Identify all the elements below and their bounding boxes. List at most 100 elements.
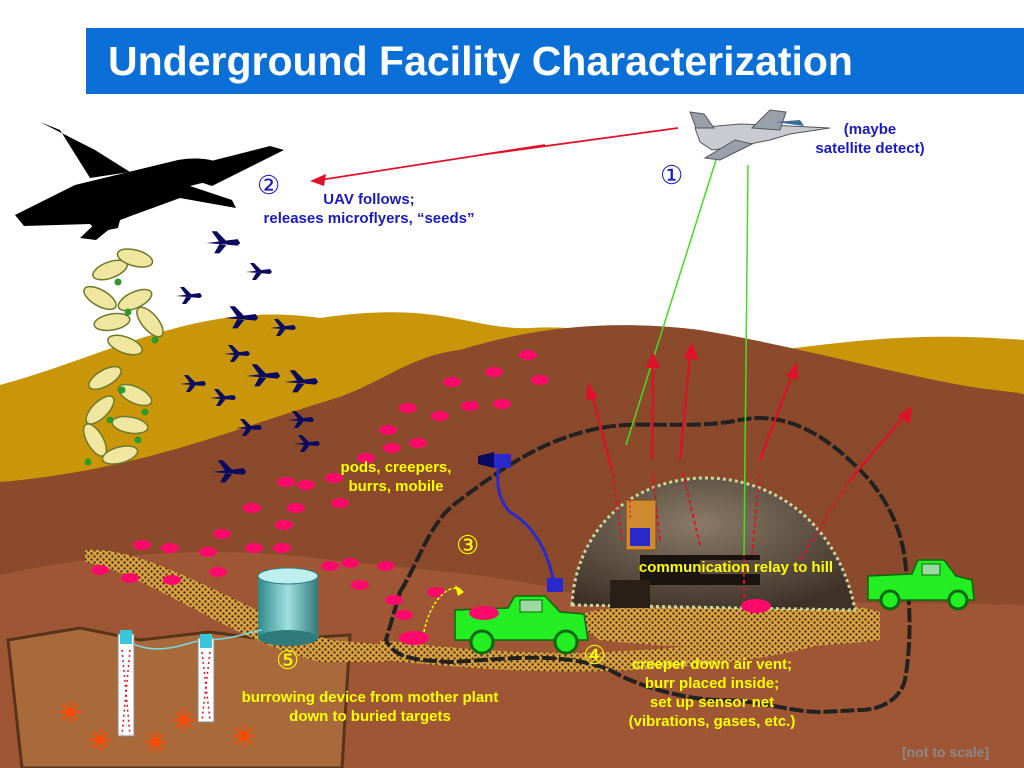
pod-icon	[245, 543, 263, 553]
pod-icon	[273, 543, 291, 553]
pod-large	[399, 631, 429, 645]
pod-icon	[485, 367, 503, 377]
seed-pod-icon	[107, 334, 143, 356]
seed-pod-icon	[93, 312, 131, 332]
microflyer-icon	[246, 364, 281, 387]
pickup-truck-icon	[867, 559, 975, 611]
microflyer-icon	[212, 460, 247, 483]
step-label-1-line-1: (maybe	[843, 121, 897, 138]
pod-icon	[287, 503, 305, 513]
microflyer-icon	[284, 370, 319, 393]
relay-line	[625, 159, 717, 446]
pickup-truck-icon	[454, 595, 589, 655]
step-label-5-line-2: down to buried targets	[289, 708, 451, 725]
microflyer-swarm	[176, 231, 320, 483]
pod-icon	[395, 610, 413, 620]
sensor-relay-icon	[547, 578, 563, 592]
seed-pod-icon	[117, 383, 153, 407]
seed-pod-icon	[83, 285, 117, 311]
pod-icon	[325, 473, 343, 483]
pod-icon	[399, 403, 417, 413]
pod-icon	[427, 587, 445, 597]
jet-to-uav-arrow	[319, 127, 679, 181]
microflyer-icon	[246, 263, 272, 280]
target-star-group	[59, 701, 255, 753]
step-label-5-line-1: burrowing device from mother plant	[241, 689, 499, 706]
relay-line	[743, 164, 749, 556]
target-star-icon	[145, 731, 167, 753]
gravel-mound	[570, 601, 880, 648]
burrow-tube-icon	[117, 630, 135, 737]
microflyer-icon	[270, 319, 296, 336]
seed-pod-icon	[101, 445, 139, 465]
microflyer-icon	[206, 231, 241, 254]
title-bar: Underground Facility Characterization	[86, 28, 1024, 94]
pod-icon	[199, 547, 217, 557]
step-label-5: burrowing device from mother plant down …	[212, 688, 528, 726]
pod-icon	[275, 520, 293, 530]
pod-icon	[431, 411, 449, 421]
pod-icon	[213, 529, 231, 539]
step-label-3: pods, creepers, burrs, mobile	[326, 458, 466, 496]
pod-icon	[351, 580, 369, 590]
pod-icon	[277, 477, 295, 487]
pod-icon	[357, 453, 375, 463]
uav-icon	[15, 122, 284, 240]
seed-pod-icon	[117, 288, 153, 312]
creeper-vine	[496, 461, 556, 586]
pod-icon	[409, 438, 427, 448]
pod-icon	[341, 558, 359, 568]
step-label-4-line-1: creeper down air vent;	[631, 656, 793, 673]
step-label-4-line-2: burr placed inside;	[644, 675, 780, 692]
microflyer-icon	[210, 389, 236, 406]
pod-icon	[321, 561, 339, 571]
burrow-tube-icon	[197, 634, 215, 723]
pods-group	[91, 350, 549, 620]
jet-aircraft-icon	[689, 109, 831, 161]
pod-icon	[121, 573, 139, 583]
pod-icon	[379, 425, 397, 435]
sensor-relay-icon	[625, 499, 657, 551]
step-marker-3: ③	[456, 530, 480, 560]
microflyer-icon	[236, 419, 262, 436]
microflyer-icon	[288, 411, 314, 428]
step-label-4: creeper down air vent; burr placed insid…	[606, 655, 818, 731]
seed-pod-icon	[116, 248, 154, 268]
step-label-2-line-1: UAV follows;	[323, 191, 415, 208]
pod-icon	[461, 401, 479, 411]
step-label-3-line-1: pods, creepers,	[340, 459, 452, 476]
seed-pods-group	[82, 248, 164, 465]
target-star-icon	[233, 725, 255, 747]
step-label-2: UAV follows; releases microflyers, “seed…	[238, 190, 500, 228]
signal-arrows	[590, 354, 906, 481]
signal-arrowheads	[586, 342, 912, 424]
step-label-1-line-2: satellite detect)	[815, 140, 925, 157]
microflyer-icon	[180, 375, 206, 392]
step-label-2-line-2: releases microflyers, “seeds”	[263, 210, 475, 227]
page-title: Underground Facility Characterization	[108, 38, 853, 84]
seed-pod-icon	[88, 365, 122, 391]
target-star-icon	[173, 709, 195, 731]
step-label-4-line-4: (vibrations, gases, etc.)	[628, 713, 796, 730]
gravel-path-tunnel	[380, 610, 878, 672]
gravel-path-left	[85, 549, 390, 662]
pod-icon	[377, 561, 395, 571]
scale-note: [not to scale]	[902, 744, 990, 760]
microflyer-icon	[224, 306, 259, 329]
pod-icon	[383, 443, 401, 453]
pod-icon	[209, 567, 227, 577]
pod-icon	[493, 399, 511, 409]
step-label-1: (maybe satellite detect)	[808, 120, 932, 158]
pod-icon	[297, 480, 315, 490]
step-label-3-line-2: burrs, mobile	[348, 478, 444, 495]
pod-icon	[531, 375, 549, 385]
mother-plant-cylinder	[257, 567, 319, 646]
microflyer-icon	[294, 435, 320, 452]
step-marker-2: ②	[257, 170, 281, 200]
sensor-relay-icon	[478, 452, 511, 468]
pod-icon	[519, 350, 537, 360]
step-marker-1: ①	[660, 160, 684, 190]
target-star-icon	[59, 701, 81, 723]
pod-icon	[163, 575, 181, 585]
